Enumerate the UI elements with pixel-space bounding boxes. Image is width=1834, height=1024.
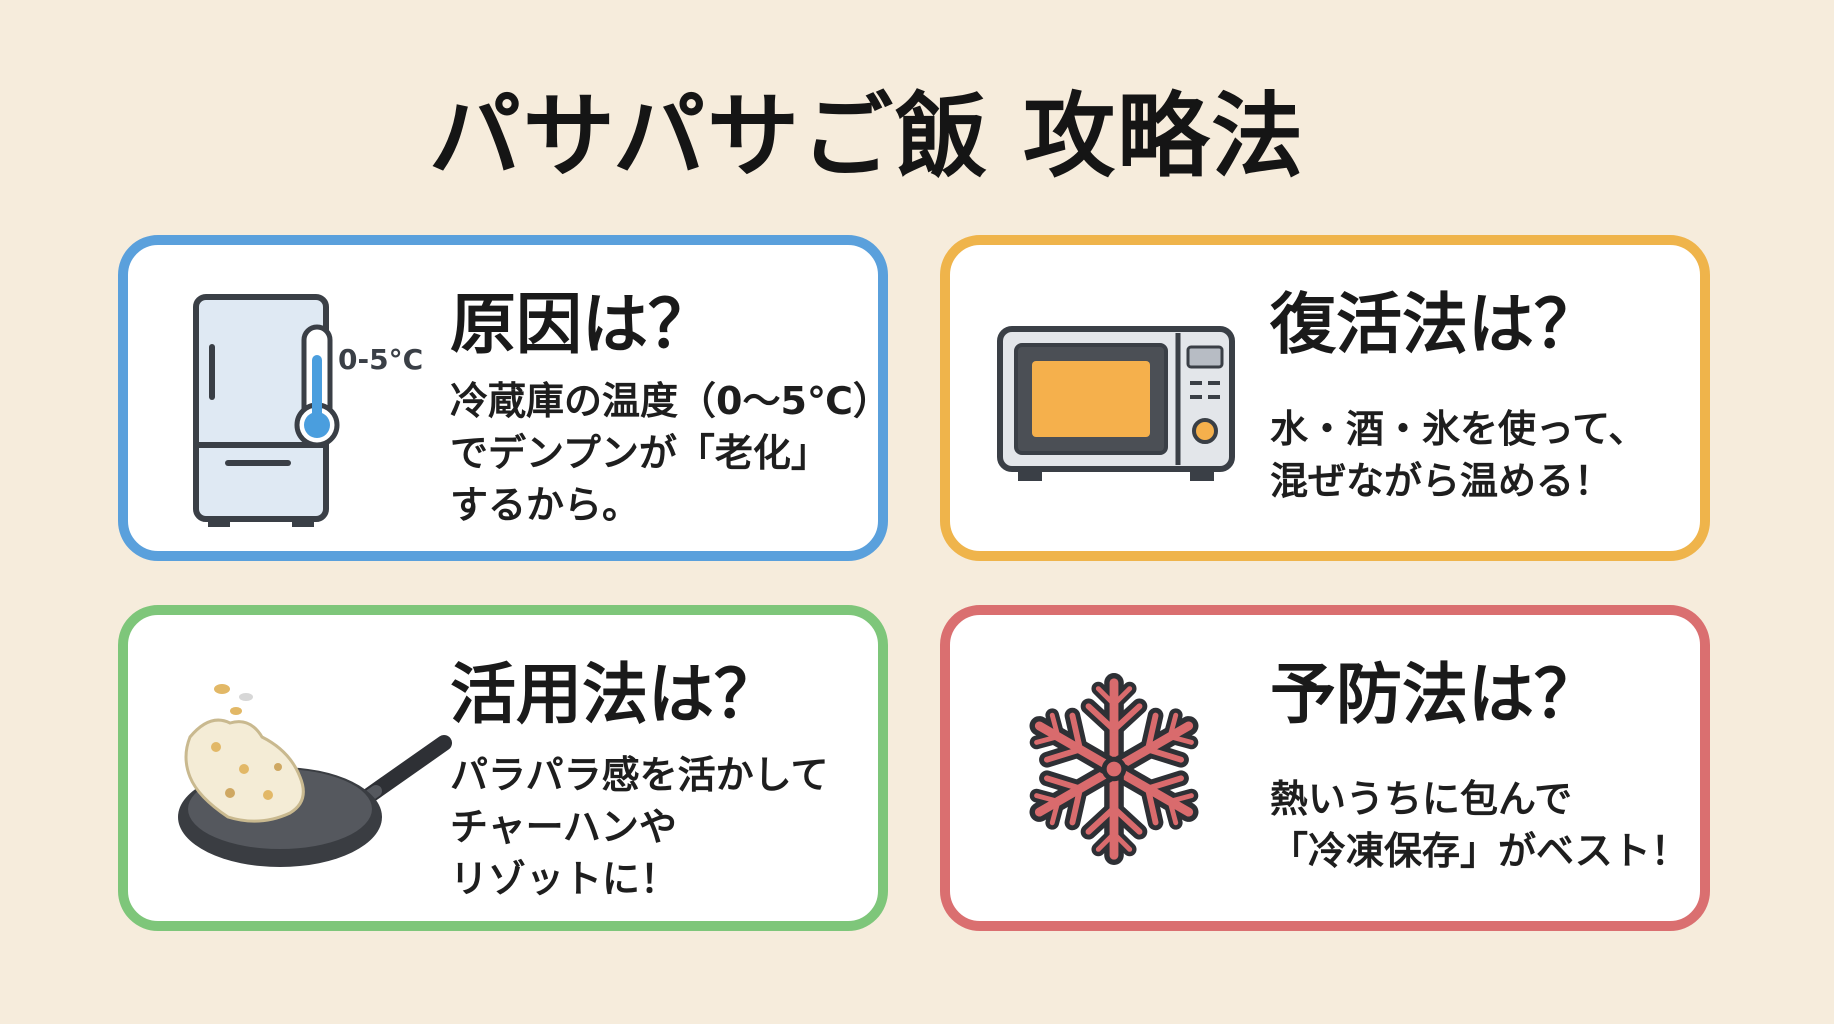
card-cause: 0-5°C 原因は？ 冷蔵庫の温度（0〜5℃） でデンプンが「老化」 するから。 — [118, 235, 891, 561]
card-prevent-text: 熱いうちに包んで 「冷凍保存」がベスト！ — [1270, 773, 1689, 877]
frying-pan-icon — [178, 684, 452, 867]
card-prevent: 予防法は？ 熱いうちに包んで 「冷凍保存」がベスト！ — [940, 605, 1710, 931]
card-use-line: リゾットに！ — [450, 857, 679, 901]
card-revive-line: 水・酒・氷を使って、 — [1270, 407, 1647, 451]
temperature-label: 0-5°C — [338, 343, 423, 376]
card-cause-line: するから。 — [450, 483, 641, 527]
card-revive-heading: 復活法は？ — [1270, 286, 1600, 363]
card-cause-heading: 原因は？ — [450, 286, 714, 363]
microwave-icon — [997, 326, 1235, 481]
fridge-thermometer-icon: 0-5°C — [193, 294, 423, 527]
card-cause-line: でデンプンが「老化」 — [450, 431, 829, 475]
card-revive: 復活法は？ 水・酒・氷を使って、 混ぜながら温める！ — [940, 235, 1710, 561]
card-use-line: パラパラ感を活かして — [450, 753, 829, 797]
card-prevent-line: 「冷凍保存」がベスト！ — [1270, 829, 1689, 873]
card-use-text: パラパラ感を活かして チャーハンや リゾットに！ — [450, 749, 828, 905]
card-cause-line: 冷蔵庫の温度（0〜5℃） — [450, 379, 891, 423]
snowflake-icon — [1016, 672, 1212, 867]
card-prevent-line: 熱いうちに包んで — [1270, 777, 1573, 821]
card-prevent-heading: 予防法は？ — [1270, 656, 1600, 733]
page-title: パサパサご飯 攻略法 — [428, 83, 1306, 190]
card-use-heading: 活用法は？ — [450, 656, 780, 733]
card-cause-text: 冷蔵庫の温度（0〜5℃） でデンプンが「老化」 するから。 — [450, 375, 891, 531]
card-revive-text: 水・酒・氷を使って、 混ぜながら温める！ — [1270, 403, 1646, 507]
card-revive-line: 混ぜながら温める！ — [1270, 459, 1613, 503]
card-use: 活用法は？ パラパラ感を活かして チャーハンや リゾットに！ — [118, 605, 888, 931]
card-use-line: チャーハンや — [450, 805, 677, 849]
